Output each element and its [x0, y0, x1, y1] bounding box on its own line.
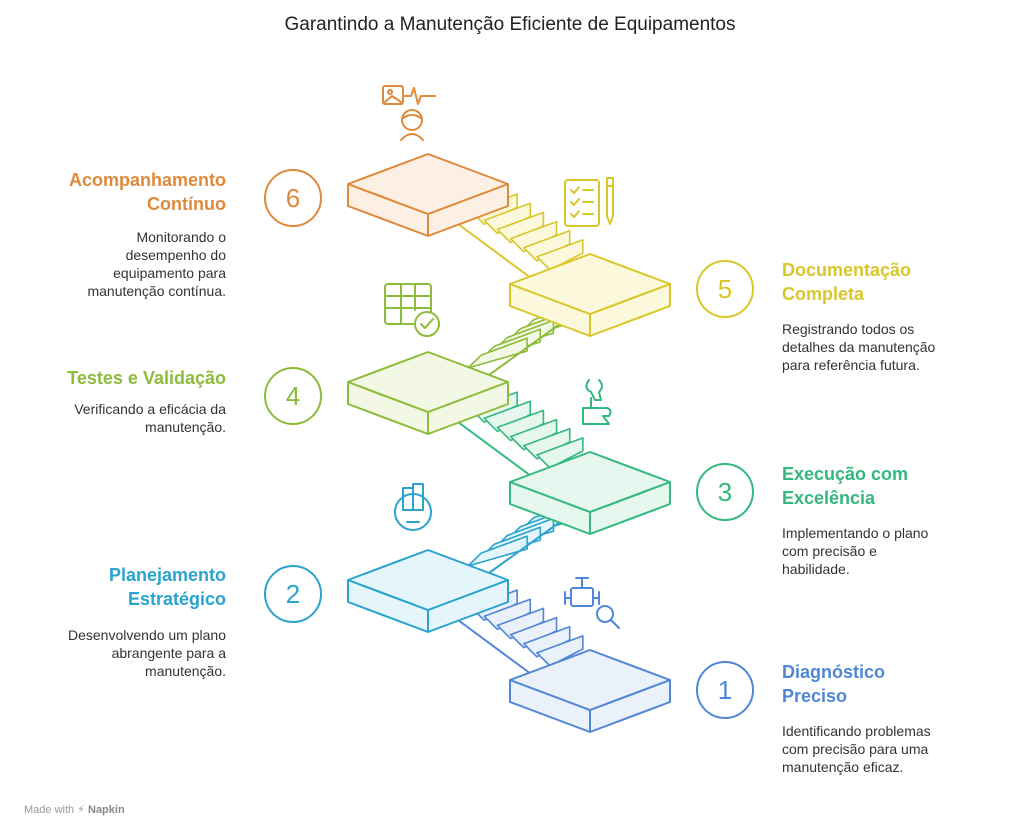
step-description-4: Verificando a eficácia da manutenção. [74, 400, 226, 436]
checklist-pen-icon [564, 177, 614, 227]
gear-building-icon [394, 483, 432, 531]
step-description-3: Implementando o plano com precisão e habil… [782, 524, 928, 578]
step-title-line: Diagnóstico [782, 662, 886, 682]
step-number-3: 3 [696, 463, 754, 521]
platform-step-4 [347, 351, 509, 435]
step-description-line: manutenção contínua. [87, 283, 226, 299]
footer-made-with: Made with [24, 804, 75, 816]
step-number-5: 5 [696, 260, 754, 318]
step-description-line: Monitorando o [136, 229, 226, 245]
step-number-4: 4 [264, 367, 322, 425]
step-description-line: manutenção. [145, 419, 226, 435]
monitor-person-icon [382, 85, 436, 141]
step-description-2: Desenvolvendo um plano abrangente para a m… [68, 626, 226, 680]
step-description-line: manutenção eficaz. [782, 759, 904, 775]
step-title-4: Testes e Validação [67, 366, 226, 390]
footer: Made with ⚡ Napkin [24, 803, 125, 816]
step-title-line: Preciso [782, 686, 848, 706]
step-description-line: desempenho do [125, 247, 226, 263]
step-description-line: com precisão para uma [782, 741, 929, 757]
step-title-line: Execução com [782, 464, 909, 484]
step-description-1: Identificando problemas com precisão para… [782, 722, 931, 776]
footer-brand: Napkin [88, 804, 125, 816]
step-title-line: Documentação [782, 260, 912, 280]
step-title-line: Estratégico [127, 589, 226, 609]
step-description-line: manutenção. [145, 663, 226, 679]
step-description-6: Monitorando o desempenho do equipamento pa… [87, 228, 226, 300]
hand-wrench-icon [582, 379, 612, 425]
step-description-line: equipamento para [113, 265, 226, 281]
step-description-line: detalhes da manutenção [782, 339, 936, 355]
step-description-line: para referência futura. [782, 357, 920, 373]
platform-step-6 [347, 153, 509, 237]
step-description-line: Registrando todos os [782, 321, 915, 337]
step-description-line: Verificando a eficácia da [74, 401, 226, 417]
step-title-line: Testes e Validação [67, 368, 226, 388]
step-description-line: Implementando o plano [782, 525, 929, 541]
step-description-line: abrangente para a [111, 645, 226, 661]
step-title-line: Excelência [782, 488, 876, 508]
napkin-logo-icon: ⚡ [77, 804, 85, 816]
platform-step-3 [509, 451, 671, 535]
platform-step-1 [509, 649, 671, 733]
page-title: Garantindo a Manutenção Eficiente de Equ… [284, 14, 736, 35]
engine-search-icon [564, 577, 620, 629]
platform-step-5 [509, 253, 671, 337]
step-number-2: 2 [264, 565, 322, 623]
step-title-line: Contínuo [147, 194, 226, 214]
step-description-line: Desenvolvendo um plano [68, 627, 226, 643]
step-description-5: Registrando todos os detalhes da manutenç… [782, 320, 935, 374]
step-number-1: 1 [696, 661, 754, 719]
step-description-line: com precisão e [782, 543, 877, 559]
step-title-line: Acompanhamento [68, 170, 226, 190]
step-number-6: 6 [264, 169, 322, 227]
step-title-line: Planejamento [108, 565, 226, 585]
step-description-line: habilidade. [782, 561, 850, 577]
step-title-line: Completa [782, 284, 865, 304]
platform-step-2 [347, 549, 509, 633]
table-check-icon [384, 283, 440, 337]
step-description-line: Identificando problemas [782, 723, 931, 739]
